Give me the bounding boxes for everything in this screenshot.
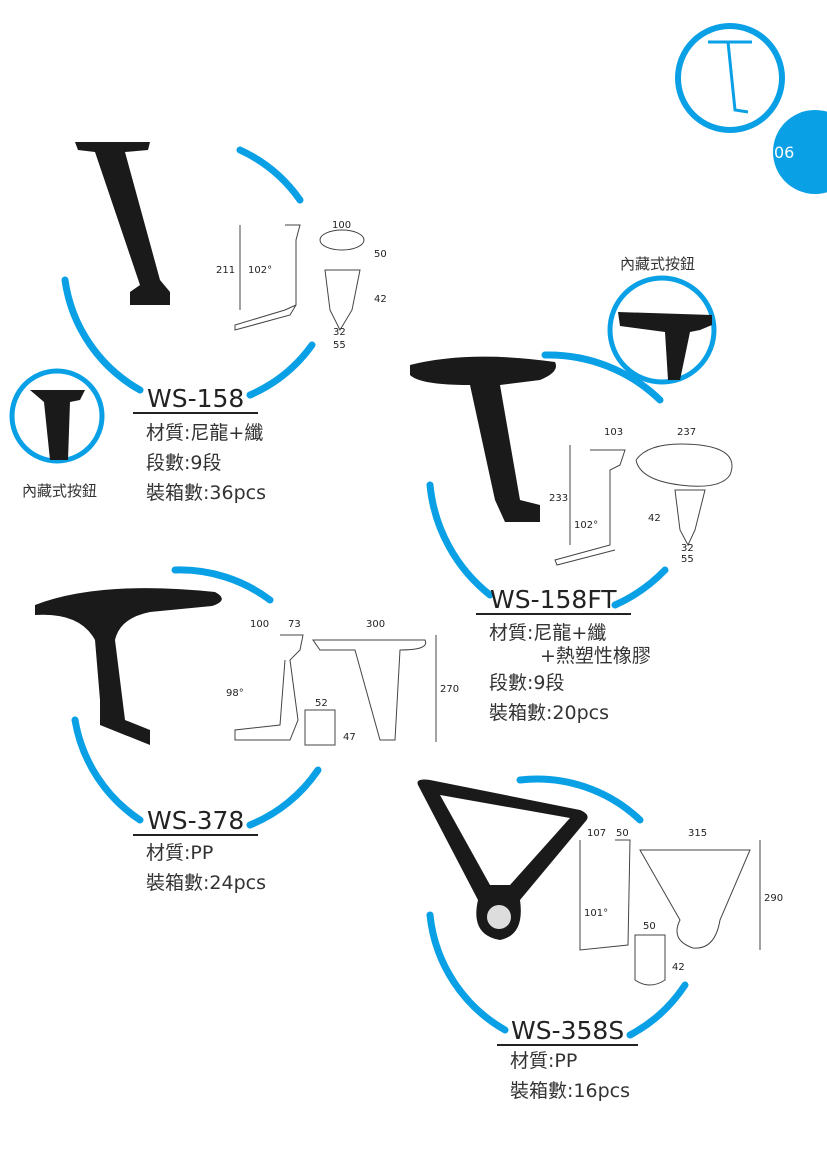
dim: 55 xyxy=(681,554,694,565)
armrest-logo-icon xyxy=(708,40,752,114)
dim: 270 xyxy=(440,684,460,695)
dim: 103 xyxy=(604,427,624,438)
model-title: WS-158FT xyxy=(476,587,631,615)
dim: 32 xyxy=(333,327,346,338)
ws358s-drawing xyxy=(579,839,761,986)
hidden-button-label-2: 內藏式按鈕 xyxy=(620,255,696,273)
arc-ws158-top xyxy=(236,146,304,204)
spec-line: 材質:PP xyxy=(146,842,214,864)
dim: 98° xyxy=(226,688,244,699)
ws358s-button xyxy=(487,905,511,929)
arc-ws358s-top xyxy=(516,775,644,824)
spec-line: 段數:9段 xyxy=(489,672,565,694)
dim: 73 xyxy=(288,619,301,630)
dim: 290 xyxy=(764,893,784,904)
arc-ws358s-left xyxy=(426,911,509,1034)
logo-circle xyxy=(675,23,785,133)
dim: 52 xyxy=(315,698,328,709)
model-title: WS-158 xyxy=(133,386,259,414)
hidden-button-label: 內藏式按鈕 xyxy=(22,482,98,500)
arc-ws378-top xyxy=(171,566,274,604)
dim: 42 xyxy=(648,513,661,524)
dim: 42 xyxy=(374,294,387,305)
spec-line: 裝箱數:20pcs xyxy=(489,702,609,724)
arc-ws378-left xyxy=(71,716,144,824)
ws378-drawing xyxy=(234,634,437,746)
ws158ft-drawing xyxy=(554,443,733,566)
arc-ws158ft-top xyxy=(541,351,664,404)
dim: 50 xyxy=(643,921,656,932)
spec-line: 材質:PP xyxy=(510,1050,578,1072)
dim: 101° xyxy=(584,908,609,919)
ws158-drawing xyxy=(234,224,365,332)
dim: 315 xyxy=(688,828,708,839)
ws378-armrest-image xyxy=(35,588,222,745)
arc-ws158ft-left xyxy=(426,481,494,599)
arc-ws158-right xyxy=(246,341,316,399)
dim: 100 xyxy=(250,619,270,630)
dim: 32 xyxy=(681,543,694,554)
spec-line: 段數:9段 xyxy=(146,452,222,474)
spec-line: 材質:尼龍+纖 xyxy=(489,622,607,644)
ws158-armrest-image xyxy=(75,142,170,305)
spec-line: 裝箱數:36pcs xyxy=(146,482,266,504)
dim: 237 xyxy=(677,427,697,438)
dim: 55 xyxy=(333,340,346,351)
dim: 102° xyxy=(574,520,599,531)
arc-ws158-bottom xyxy=(61,276,144,394)
page-number-badge xyxy=(773,110,827,194)
spec-line: 裝箱數:16pcs xyxy=(510,1080,630,1102)
arc-ws378-right xyxy=(246,766,322,829)
spec-line: 裝箱數:24pcs xyxy=(146,872,266,894)
model-title: WS-358S xyxy=(497,1018,639,1046)
dim: 107 xyxy=(587,828,607,839)
dim: 50 xyxy=(374,249,387,260)
spec-line: 材質:尼龍+纖 xyxy=(146,422,264,444)
spec-line: +熱塑性橡膠 xyxy=(540,645,651,667)
ws158-inset-image xyxy=(30,390,85,460)
page-number: 06 xyxy=(774,143,795,162)
ws158ft-armrest-image xyxy=(410,356,556,522)
model-title: WS-378 xyxy=(133,808,259,836)
arc-ws358s-right xyxy=(626,981,689,1039)
dim: 100 xyxy=(332,220,352,231)
dim: 300 xyxy=(366,619,386,630)
ws158ft-inset-image xyxy=(618,312,712,380)
dim: 233 xyxy=(549,493,569,504)
dim: 211 xyxy=(216,265,236,276)
arc-ws158ft-right xyxy=(611,566,669,609)
dim: 102° xyxy=(248,265,273,276)
dim: 42 xyxy=(672,962,685,973)
dim: 47 xyxy=(343,732,356,743)
dim: 50 xyxy=(616,828,629,839)
